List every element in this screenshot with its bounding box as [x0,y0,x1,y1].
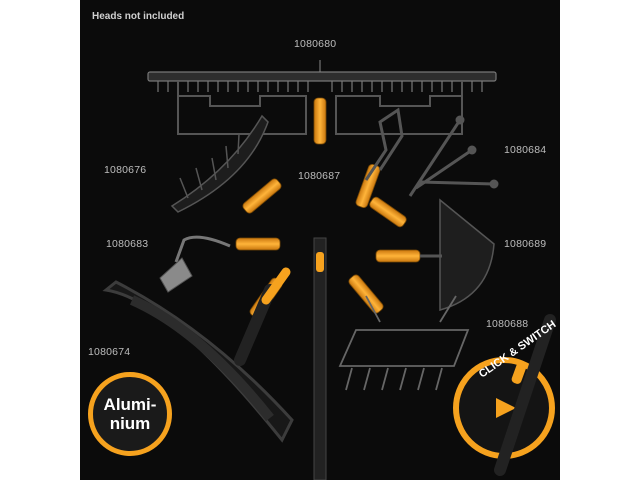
prong-cultivator-head-icon [408,115,499,197]
tools-illustration: CLICK & SWITCH [102,60,558,480]
scraper-head-icon [159,235,231,293]
label-1080687: 1080687 [298,170,341,182]
label-1080676: 1080676 [104,164,147,176]
label-1080688: 1080688 [486,318,529,330]
rake-handle-icon [234,267,291,366]
product-image: CLICK & SWITCH Heads not included 108068… [80,0,560,480]
large-leaf-rake-head-icon [102,280,294,443]
scarifier-head-icon [338,295,470,391]
label-1080684: 1080684 [504,144,547,156]
aluminium-badge-text: Alumi- nium [104,395,157,433]
label-1080680: 1080680 [294,38,337,50]
edger-head-icon [420,198,495,311]
badge-line-2: nium [109,414,151,433]
aluminium-badge: Alumi- nium [88,372,172,456]
label-1080674: 1080674 [88,346,131,358]
click-switch-icon [453,314,556,476]
label-1080683: 1080683 [106,238,149,250]
leaf-rake-head-icon [170,114,269,213]
wide-rake-head-icon [147,60,497,135]
label-1080689: 1080689 [504,238,547,250]
heads-note: Heads not included [92,11,185,22]
badge-line-1: Alumi- [103,395,157,414]
cultivator-head-icon [364,107,404,181]
handle-icon [313,237,327,480]
